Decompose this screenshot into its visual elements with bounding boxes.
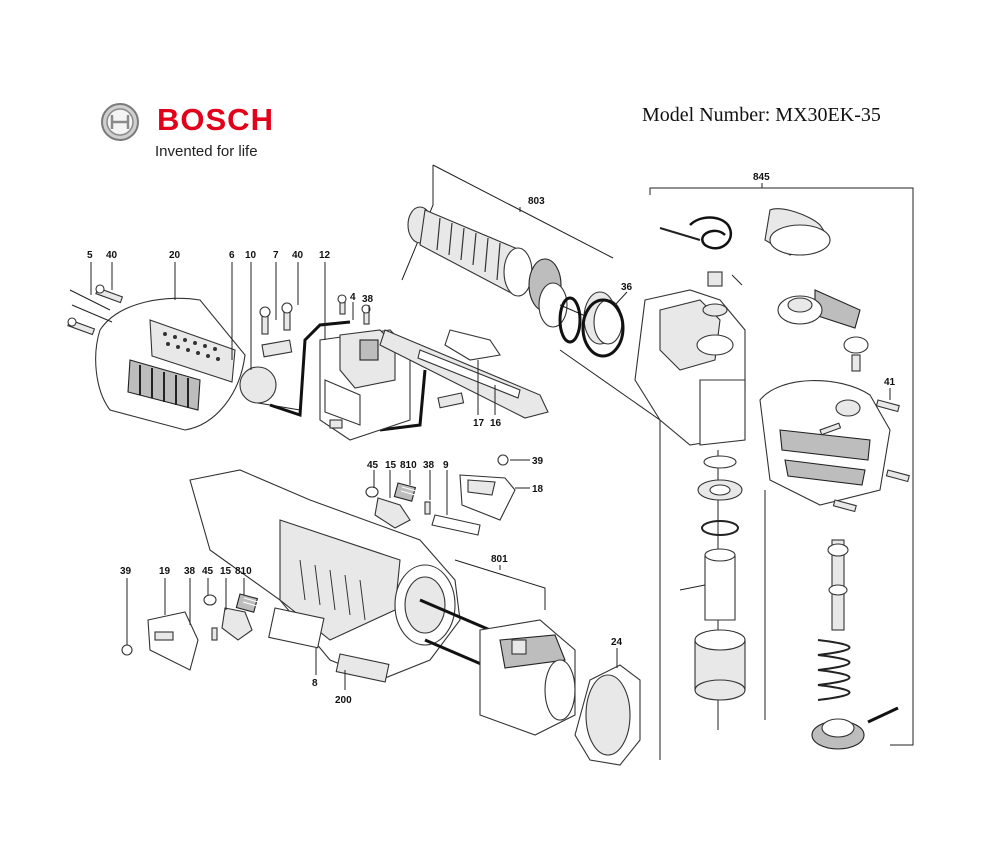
callout-9: 9 bbox=[443, 460, 449, 471]
part-4-38-screws bbox=[337, 294, 371, 325]
part-screws-left bbox=[67, 284, 124, 336]
callout-17: 17 bbox=[473, 418, 485, 429]
callout-40b: 40 bbox=[292, 250, 304, 261]
part-brush-holder-lower bbox=[203, 593, 259, 641]
callout-41: 41 bbox=[884, 377, 896, 388]
callout-19: 19 bbox=[159, 566, 171, 577]
part-small-block bbox=[437, 392, 465, 409]
part-19-brush-cover bbox=[121, 611, 199, 671]
callout-40: 40 bbox=[106, 250, 118, 261]
part-8-200-labels bbox=[268, 607, 390, 683]
leader-lines bbox=[90, 262, 891, 690]
callout-18: 18 bbox=[532, 484, 544, 495]
callout-810: 810 bbox=[400, 460, 417, 471]
part-gear-column bbox=[679, 455, 746, 701]
callout-4: 4 bbox=[350, 292, 356, 303]
callout-45: 45 bbox=[367, 460, 379, 471]
bosch-logo bbox=[101, 103, 139, 141]
callout-38c: 38 bbox=[184, 566, 196, 577]
callout-15: 15 bbox=[385, 460, 397, 471]
callout-15b: 15 bbox=[220, 566, 232, 577]
callout-6: 6 bbox=[229, 250, 235, 261]
brand-tagline: Invented for life bbox=[155, 143, 258, 160]
callout-803: 803 bbox=[528, 196, 545, 207]
callout-12: 12 bbox=[319, 250, 331, 261]
part-845-gear-head bbox=[634, 216, 746, 446]
part-16-17-switch-slider bbox=[379, 329, 549, 419]
part-6-knob bbox=[239, 366, 301, 411]
model-number: Model Number: MX30EK-35 bbox=[642, 104, 881, 126]
callout-845: 845 bbox=[753, 172, 770, 183]
callout-38: 38 bbox=[362, 294, 374, 305]
callout-36: 36 bbox=[621, 282, 633, 293]
part-20-motor-housing-cap bbox=[69, 289, 246, 431]
part-18-brush-cover bbox=[459, 454, 516, 521]
brand-name: BOSCH bbox=[157, 102, 274, 137]
callout-7: 7 bbox=[273, 250, 279, 261]
callout-38b: 38 bbox=[423, 460, 435, 471]
part-brush-holder-upper bbox=[365, 482, 481, 536]
part-801-field-stator bbox=[479, 619, 576, 736]
callout-24: 24 bbox=[611, 637, 623, 648]
callout-8: 8 bbox=[312, 678, 318, 689]
callout-16: 16 bbox=[490, 418, 502, 429]
callout-10: 10 bbox=[245, 250, 257, 261]
callout-45b: 45 bbox=[202, 566, 214, 577]
part-shaft-spring bbox=[811, 539, 899, 750]
callout-39: 39 bbox=[532, 456, 544, 467]
part-main-housing bbox=[189, 469, 496, 681]
callout-200: 200 bbox=[335, 695, 352, 706]
callout-39b: 39 bbox=[120, 566, 132, 577]
callout-numbers: 5 40 20 6 10 7 40 12 4 38 803 36 845 41 … bbox=[87, 172, 896, 706]
part-cap-knob bbox=[843, 336, 869, 372]
callout-810b: 810 bbox=[235, 566, 252, 577]
part-7-10-small-parts bbox=[259, 302, 293, 358]
part-12-switch-module bbox=[269, 320, 427, 441]
callout-801: 801 bbox=[491, 554, 508, 565]
part-nose-housing bbox=[759, 380, 910, 513]
part-blade-clamp-lever bbox=[764, 208, 861, 329]
part-24-end-cap bbox=[574, 664, 641, 766]
part-803-armature bbox=[407, 206, 625, 358]
callout-20: 20 bbox=[169, 250, 181, 261]
callout-5: 5 bbox=[87, 250, 93, 261]
